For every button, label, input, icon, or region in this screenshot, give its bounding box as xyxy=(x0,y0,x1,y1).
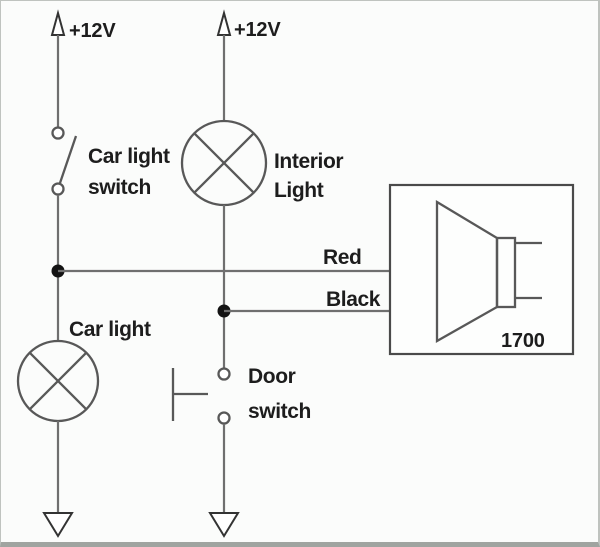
left-supply: +12V xyxy=(50,9,117,127)
door-switch-label-line2: switch xyxy=(248,400,311,423)
door-switch: Door switch xyxy=(171,365,311,425)
black-wire-label: Black xyxy=(326,288,381,311)
switch-contact-bottom xyxy=(51,182,65,196)
switch-contact-top xyxy=(51,126,65,140)
switch-contact-top xyxy=(217,367,231,381)
buzzer-model-label: 1700 xyxy=(501,330,545,352)
lamp-cross-line2 xyxy=(193,132,255,194)
up-arrow-icon xyxy=(50,9,66,36)
red-wire-label: Red xyxy=(323,246,361,269)
right-supply-label: +12V xyxy=(234,19,281,41)
ground-icon-left xyxy=(42,512,74,538)
buzzer-module: 1700 xyxy=(388,183,575,356)
interior-light-label-line1: Interior xyxy=(274,150,343,173)
interior-light-label-line2: Light xyxy=(274,179,324,202)
car-light-lamp: Car light xyxy=(16,318,151,423)
left-supply-label: +12V xyxy=(69,20,116,42)
buzzer-box xyxy=(388,183,575,356)
car-light-switch-label-line1: Car light xyxy=(88,145,170,168)
switch-blade xyxy=(58,135,78,184)
speaker-driver xyxy=(495,236,517,309)
ground-icon-right xyxy=(208,512,240,538)
red-wire: Red xyxy=(58,246,390,273)
door-switch-label-line1: Door xyxy=(248,365,296,388)
black-wire: Black xyxy=(224,288,390,313)
right-supply: +12V xyxy=(216,9,282,121)
lamp-cross-line2 xyxy=(28,351,88,411)
car-light-switch: Car light switch xyxy=(51,126,170,199)
up-arrow-icon xyxy=(216,9,232,36)
interior-light-lamp: Interior Light xyxy=(180,119,344,207)
car-light-label: Car light xyxy=(69,318,151,341)
switch-contact-bottom xyxy=(217,411,231,425)
car-light-switch-label-line2: switch xyxy=(88,176,151,199)
